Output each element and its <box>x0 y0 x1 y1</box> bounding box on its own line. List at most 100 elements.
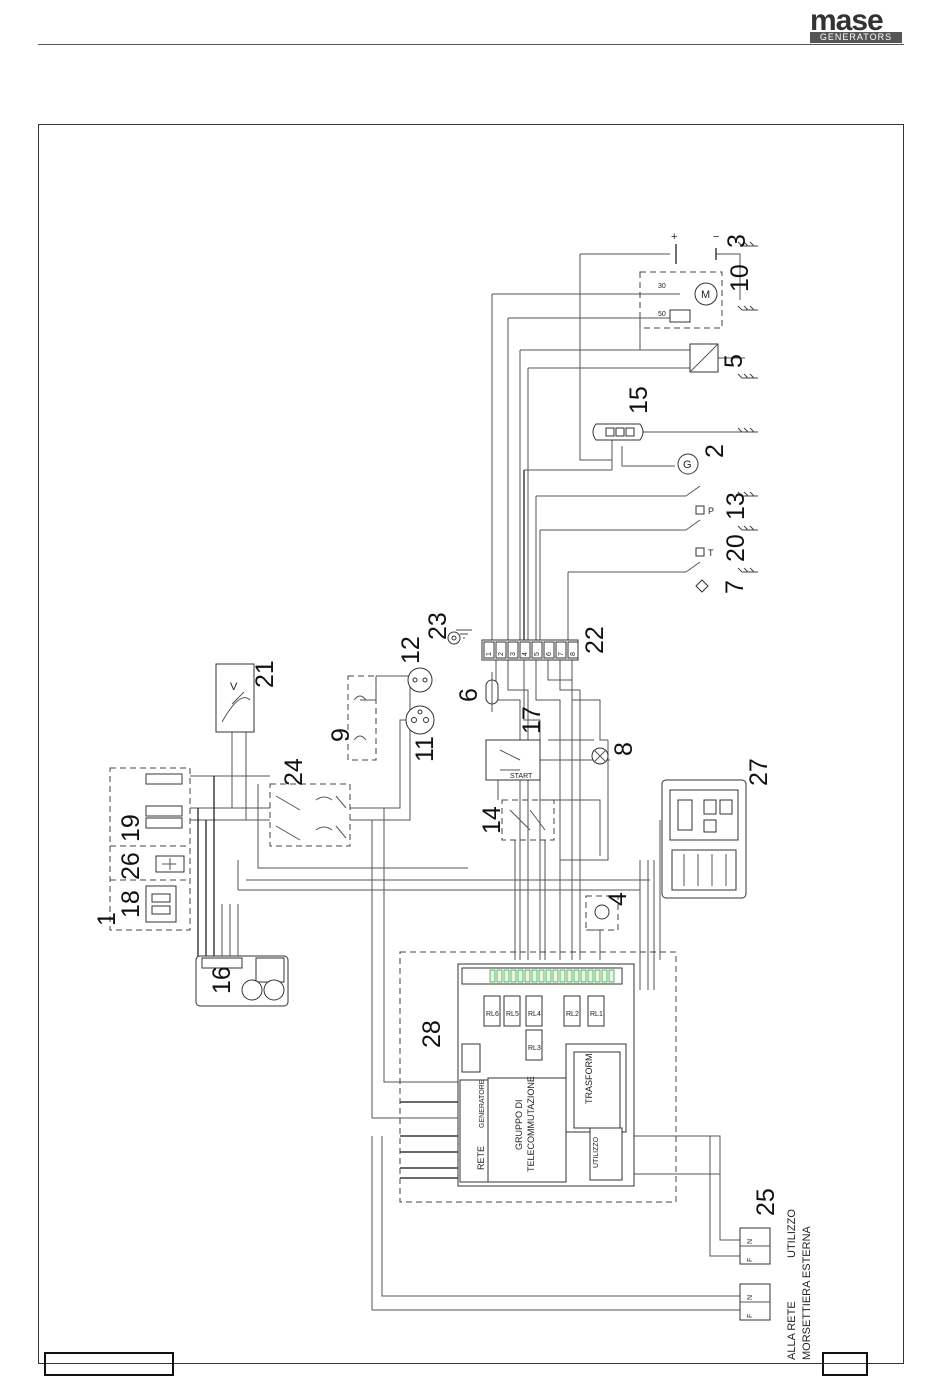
utilizzo-board-label: UTILIZZO <box>593 1136 600 1168</box>
starter-motor-10: M 30 50 <box>640 272 722 328</box>
gruppo-label-1: GRUPPO DI <box>514 1099 524 1150</box>
alternator-g-label: G <box>683 459 692 471</box>
relay-rl3-label: RL3 <box>528 1045 541 1052</box>
level-switch-7 <box>686 562 708 592</box>
board-connector-pin <box>490 970 495 982</box>
rete-label: RETE <box>476 1146 486 1170</box>
morsettiera-label: MORSETTIERA ESTERNA <box>801 1225 813 1360</box>
board-connector-pin <box>525 970 530 982</box>
terminal-22-number: 8 <box>570 652 577 656</box>
voltmeter-21: V <box>216 664 254 732</box>
board-connector-pin <box>574 970 579 982</box>
regulator-15 <box>593 424 643 440</box>
board-connector-pin <box>504 970 509 982</box>
utilizzo-n-label: N <box>747 1239 754 1244</box>
windings-19 <box>146 774 182 828</box>
gruppo-label-2: TELECOMMUTAZIONE <box>526 1076 536 1172</box>
number-21: 21 <box>251 660 279 688</box>
relay-rl4-label: RL4 <box>528 1011 541 1018</box>
breaker-9 <box>348 676 376 760</box>
number-12: 12 <box>397 636 425 664</box>
rete-n-label: N <box>747 1295 754 1300</box>
temperature-t-label: T <box>708 548 714 558</box>
board-connector-pin <box>602 970 607 982</box>
battery-3: + − <box>671 231 719 264</box>
board-connector-pin <box>539 970 544 982</box>
relay-rl1-label: RL1 <box>590 1011 603 1018</box>
number-11: 11 <box>411 736 439 762</box>
number-5: 5 <box>720 354 748 368</box>
terminal-22-number: 7 <box>558 652 565 656</box>
number-15: 15 <box>625 386 653 414</box>
board-connector-pin <box>595 970 600 982</box>
number-10: 10 <box>726 264 754 292</box>
number-17: 17 <box>518 706 546 734</box>
external-terminals-25: F N F N UTILIZZO ALLA RETE MORSETTIERA E… <box>740 1209 813 1360</box>
relay-rl5-label: RL5 <box>506 1011 519 1018</box>
solenoid-5 <box>690 344 718 372</box>
board-connector-pin <box>560 970 565 982</box>
number-14: 14 <box>478 806 506 834</box>
component-numbers: 3 10 5 15 2 13 20 7 22 23 12 6 17 8 11 9… <box>93 234 780 1216</box>
rete-f-label: F <box>747 1314 754 1318</box>
start-label: START <box>510 773 533 780</box>
socket-12 <box>408 668 432 692</box>
board-connector-pin <box>588 970 593 982</box>
temperature-switch-20: T <box>686 520 714 558</box>
diode-26 <box>156 856 184 872</box>
board-connector-pin <box>609 970 614 982</box>
number-23: 23 <box>424 612 452 640</box>
terminal-22-number: 2 <box>498 652 505 656</box>
number-13: 13 <box>722 492 750 520</box>
number-27: 27 <box>745 758 773 786</box>
board-connector-pin <box>532 970 537 982</box>
terminal-22-number: 3 <box>510 652 517 656</box>
control-board-28: RL6 RL5 RL4 RL3 RL2 RL1 TRASFORM. GRUPPO… <box>400 952 676 1202</box>
number-28: 28 <box>418 1020 446 1048</box>
number-16: 16 <box>208 966 236 994</box>
pressure-switch-13: P <box>686 486 714 516</box>
alternator-2: G <box>678 454 698 474</box>
lamp-8 <box>592 748 608 764</box>
relay-rl6-label: RL6 <box>486 1011 499 1018</box>
number-7: 7 <box>721 580 749 594</box>
number-25: 25 <box>752 1188 780 1216</box>
terminal-22-number: 4 <box>522 652 529 656</box>
number-18: 18 <box>117 890 145 918</box>
terminal-22-number: 1 <box>486 652 493 656</box>
board-connector-pin <box>511 970 516 982</box>
number-26: 26 <box>117 852 145 880</box>
pressure-p-label: P <box>708 506 714 516</box>
number-8: 8 <box>610 742 638 756</box>
number-3: 3 <box>723 234 751 248</box>
switch-box-24 <box>270 784 350 846</box>
board-connector-pin <box>497 970 502 982</box>
utilizzo-f-label: F <box>747 1258 754 1262</box>
capacitor-18 <box>146 886 176 922</box>
number-1: 1 <box>93 912 121 926</box>
board-connector-pin <box>567 970 572 982</box>
relay-rl2-label: RL2 <box>566 1011 579 1018</box>
terminal-22-number: 6 <box>546 652 553 656</box>
motor-m-label: M <box>701 289 710 301</box>
generatore-label: GENERATORE <box>479 1079 486 1128</box>
number-22: 22 <box>581 626 609 654</box>
alla-rete-label: ALLA RETE <box>786 1301 798 1360</box>
board-connector-pin <box>553 970 558 982</box>
number-20: 20 <box>722 534 750 562</box>
utilizzo-terminal-label: UTILIZZO <box>786 1209 798 1258</box>
control-panel-27 <box>662 780 746 898</box>
number-4: 4 <box>604 892 632 906</box>
terminal-22-number: 5 <box>534 652 541 656</box>
number-9: 9 <box>327 728 355 742</box>
voltmeter-v-label: V <box>230 681 238 693</box>
number-19: 19 <box>117 814 145 842</box>
terminal-50-label: 50 <box>658 311 666 318</box>
number-24: 24 <box>280 758 308 786</box>
battery-plus-label: + <box>671 231 677 243</box>
socket-11 <box>406 706 434 734</box>
battery-minus-label: − <box>713 231 719 243</box>
terminal-30-label: 30 <box>658 283 666 290</box>
board-connector-pin <box>518 970 523 982</box>
